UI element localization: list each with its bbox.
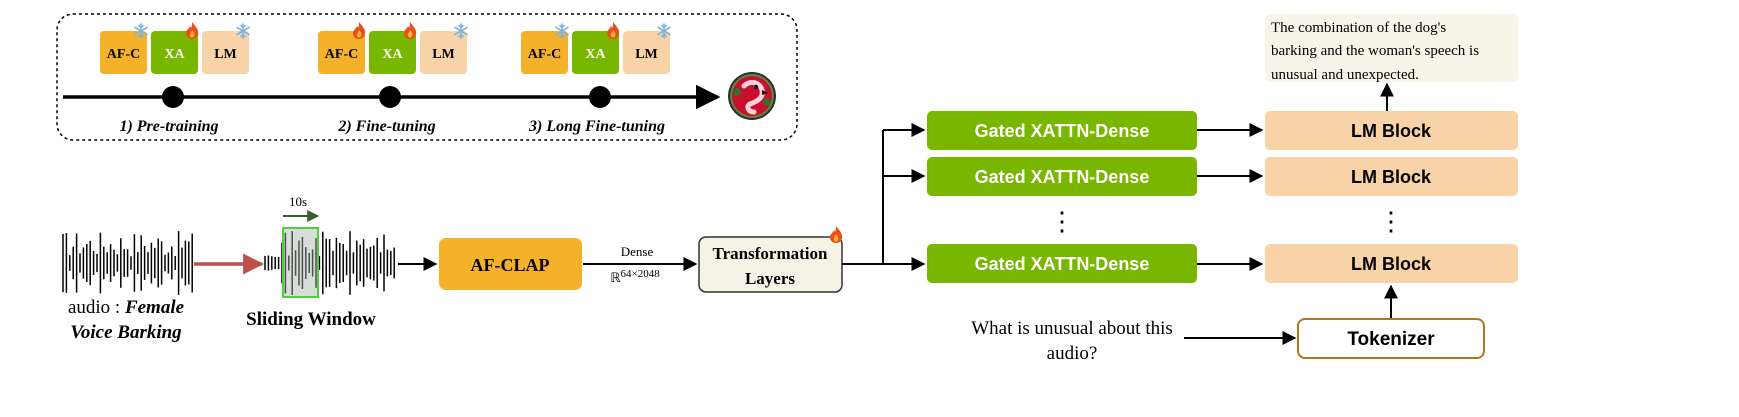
training-stage: AF-C XA LM 3) Long Fine-tuning xyxy=(521,22,671,135)
lm-block: LM Block xyxy=(1265,111,1518,150)
fire-icon xyxy=(404,22,417,39)
module-label: AF-C xyxy=(528,47,561,62)
module-box xyxy=(521,31,568,74)
stage-label: 3) Long Fine-tuning xyxy=(528,118,665,135)
xattn-label: Gated XATTN-Dense xyxy=(975,254,1150,274)
lm-block: LM Block xyxy=(1265,157,1518,196)
stage-marker xyxy=(379,86,401,108)
lm-label: LM Block xyxy=(1351,121,1432,141)
module-box xyxy=(369,31,416,74)
module-box xyxy=(623,31,670,74)
module-box xyxy=(572,31,619,74)
fire-icon xyxy=(186,22,199,39)
windowed-waveform xyxy=(264,231,395,295)
af-clap-label: AF-CLAP xyxy=(471,255,550,275)
output-line: unusual and unexpected. xyxy=(1271,67,1419,83)
stage-marker xyxy=(162,86,184,108)
transformation-label-line1: Transformation xyxy=(713,244,828,263)
module-label: LM xyxy=(214,47,237,62)
tokenizer-label: Tokenizer xyxy=(1347,329,1435,350)
sliding-window-box xyxy=(282,227,319,298)
transformation-label-line2: Layers xyxy=(745,269,795,288)
module-label: XA xyxy=(382,47,403,62)
module-label: XA xyxy=(585,47,606,62)
module-label: AF-C xyxy=(325,47,358,62)
audio-caption-line2: Voice Barking xyxy=(70,322,181,343)
training-stage: AF-C XA LM 1) Pre-training xyxy=(100,22,250,135)
xattn-label: Gated XATTN-Dense xyxy=(975,121,1150,141)
transformation-layers-block: Transformation Layers xyxy=(698,236,843,293)
fire-icon xyxy=(353,22,366,39)
audio-waveform xyxy=(62,231,193,295)
module-box xyxy=(202,31,249,74)
xattn-ellipsis: ⋮ xyxy=(1049,206,1075,236)
lm-label: LM Block xyxy=(1351,254,1432,274)
flamingo-logo-icon xyxy=(728,72,776,120)
window-duration-label: 10s xyxy=(289,194,307,209)
xattn-label: Gated XATTN-Dense xyxy=(975,167,1150,187)
stage-marker xyxy=(589,86,611,108)
question-line1: What is unusual about this xyxy=(971,318,1173,339)
output-line: barking and the woman's speech is xyxy=(1271,43,1479,59)
embedding-dimension: ℝ64×2048 xyxy=(610,268,660,285)
af-clap-block: AF-CLAP xyxy=(439,238,582,290)
output-line: The combination of the dog's xyxy=(1271,20,1446,36)
fire-icon xyxy=(830,226,843,243)
training-stage: AF-C XA LM 2) Fine-tuning xyxy=(318,22,468,135)
xattn-block: Gated XATTN-Dense xyxy=(927,111,1197,150)
fanout-connector xyxy=(842,123,926,271)
xattn-block: Gated XATTN-Dense xyxy=(927,157,1197,196)
question-line2: audio? xyxy=(1047,343,1098,364)
module-label: LM xyxy=(432,47,455,62)
stage-label: 1) Pre-training xyxy=(119,118,218,135)
stage-label: 2) Fine-tuning xyxy=(337,118,435,135)
xattn-block: Gated XATTN-Dense xyxy=(927,244,1197,283)
module-label: LM xyxy=(635,47,658,62)
xattn-to-lm-arrows xyxy=(1197,123,1264,271)
module-box xyxy=(420,31,467,74)
lm-block: LM Block xyxy=(1265,244,1518,283)
module-box xyxy=(151,31,198,74)
audio-caption-line1: audio : Female xyxy=(68,297,185,318)
module-label: XA xyxy=(164,47,185,62)
module-box xyxy=(100,31,147,74)
module-label: AF-C xyxy=(107,47,140,62)
dense-label: Dense xyxy=(621,244,654,259)
lm-label: LM Block xyxy=(1351,167,1432,187)
module-box xyxy=(318,31,365,74)
sliding-window-label: Sliding Window xyxy=(246,309,376,330)
lm-ellipsis: ⋮ xyxy=(1378,206,1404,236)
fire-icon xyxy=(607,22,620,39)
tokenizer-block: Tokenizer xyxy=(1297,318,1485,359)
output-text-box: The combination of the dog's barking and… xyxy=(1265,14,1518,83)
